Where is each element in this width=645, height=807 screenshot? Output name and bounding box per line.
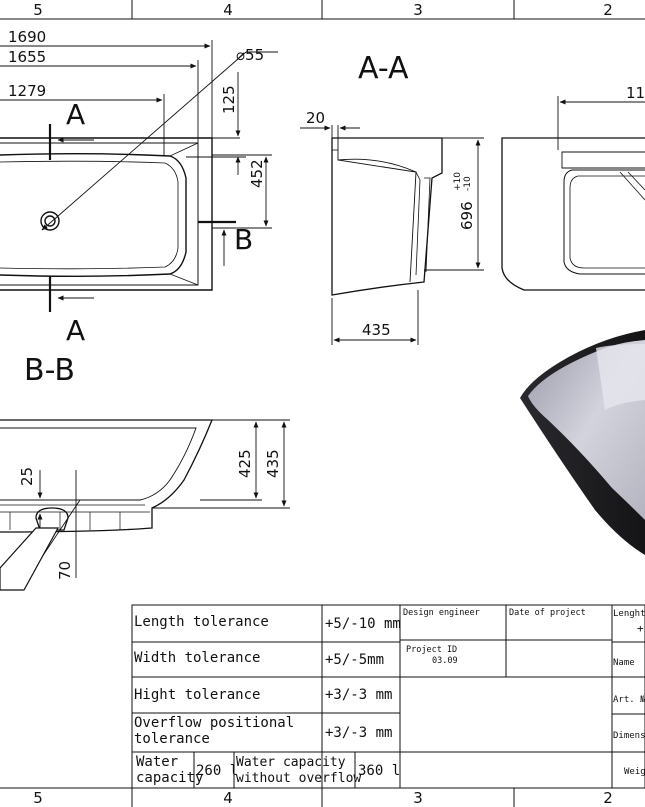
zone-top-3: 3 [413, 1, 423, 19]
capacity-label-1: Water [136, 754, 178, 770]
capacity-overflow-label-1: Water capacity [236, 755, 346, 770]
tolerance-height-label: Hight tolerance [134, 687, 260, 703]
dim-tol-plus: +10 [453, 172, 463, 191]
right-label-dimension: Dimensi [613, 731, 645, 741]
zone-bottom-2: 2 [603, 789, 613, 807]
date-of-project-label: Date of project [509, 608, 586, 618]
dim-side-11: 11 [626, 84, 645, 102]
zone-bottom-5: 5 [33, 789, 43, 807]
dim-70: 70 [56, 561, 74, 580]
dim-1655: 1655 [8, 48, 46, 66]
section-b-label: B [234, 223, 253, 256]
section-bb-title: B-B [24, 353, 75, 388]
tolerance-overflow-label-2: tolerance [134, 731, 210, 747]
tolerance-overflow-value: +3/-3 mm [325, 725, 392, 741]
capacity-overflow-label-2: without overflow [236, 771, 361, 786]
capacity-value: 260 l [196, 763, 238, 779]
design-engineer-label: Design engineer [403, 608, 480, 618]
project-id-label: Project ID [406, 645, 457, 655]
section-a-bottom-label: A [66, 314, 85, 347]
dim-435: 435 [264, 449, 282, 478]
title-block [131, 604, 645, 789]
section-aa-view: A-A 20 696 +10 -10 435 [300, 51, 484, 345]
dim-1690: 1690 [8, 28, 46, 46]
tolerance-length-value: +5/-10 mm [325, 616, 401, 632]
border-bottom [0, 787, 645, 807]
tolerance-width-label: Width tolerance [134, 650, 260, 666]
dim-425: 425 [236, 449, 254, 478]
top-view: 1690 1655 1279 ⌀55 125 452 A A B [0, 28, 278, 347]
dim-1279: 1279 [8, 82, 46, 100]
dim-wall-20: 20 [306, 109, 325, 127]
dim-drain-diameter: ⌀55 [236, 46, 264, 64]
dim-125: 125 [220, 85, 238, 114]
drain-pipe-shape [0, 527, 60, 591]
zone-bottom-3: 3 [413, 789, 423, 807]
bathtub-3d-render [520, 330, 645, 555]
side-view: 11 [501, 84, 645, 291]
dim-452: 452 [248, 159, 266, 188]
dim-base-435: 435 [362, 321, 391, 339]
dim-tol-minus: -10 [463, 176, 473, 191]
capacity-overflow-value: 360 l [358, 763, 400, 779]
border-top [0, 0, 645, 20]
tolerance-width-value: +5/-5mm [325, 652, 384, 668]
section-a-top-label: A [66, 98, 85, 131]
tolerance-overflow-label-1: Overflow positional [134, 715, 294, 731]
zone-top-5: 5 [33, 1, 43, 19]
right-label-art: Art. № [613, 695, 645, 705]
right-label-plus: + [637, 622, 644, 635]
tolerance-height-value: +3/-3 mm [325, 687, 392, 703]
dim-height-696: 696 [458, 201, 476, 230]
right-label-weight: Weig [624, 767, 645, 777]
zone-bottom-4: 4 [223, 789, 233, 807]
zone-top-4: 4 [223, 1, 233, 19]
zone-top-2: 2 [603, 1, 613, 19]
section-bb-view: B-B 425 435 25 70 [0, 353, 290, 591]
dim-25: 25 [18, 467, 36, 486]
right-label-length: Lenght [613, 609, 645, 619]
right-label-name: Name [613, 658, 635, 668]
capacity-label-2: capacity [136, 770, 203, 786]
project-id-value: 03.09 [432, 656, 458, 666]
section-aa-title: A-A [358, 51, 409, 86]
tolerance-length-label: Length tolerance [134, 614, 269, 630]
